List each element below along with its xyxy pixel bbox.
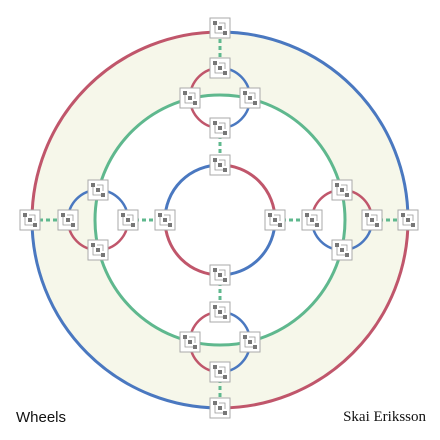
- outer-ring-blue-arc: [219, 30, 410, 221]
- node-icon: [87, 179, 109, 201]
- node-icon: [209, 397, 231, 419]
- outer-ring: [30, 30, 410, 410]
- outer-ring-red-arc: [30, 30, 221, 221]
- node-icon: [331, 179, 353, 201]
- middle-ring: [93, 93, 347, 347]
- outer-ring-red-arc-2: [219, 219, 410, 410]
- node-icon: [209, 361, 231, 383]
- node-icon: [209, 301, 231, 323]
- node-icon: [239, 331, 261, 353]
- node-icon: [209, 154, 231, 176]
- outer-band-tint: [32, 32, 408, 408]
- node-icon: [57, 209, 79, 231]
- node-icon: [87, 239, 109, 261]
- node-icon: [179, 87, 201, 109]
- outer-ring-blue-arc-2: [30, 219, 221, 410]
- node-icon: [179, 331, 201, 353]
- diagram-title: Wheels: [16, 409, 67, 426]
- node-icon: [154, 209, 176, 231]
- node-icon: [264, 209, 286, 231]
- inner-ring: [163, 163, 277, 277]
- node-icon: [397, 209, 419, 231]
- node-icon: [19, 209, 41, 231]
- node-icon: [117, 209, 139, 231]
- node-icon: [209, 264, 231, 286]
- node-icons: [19, 17, 419, 419]
- node-icon: [209, 17, 231, 39]
- node-icon: [209, 57, 231, 79]
- node-icon: [331, 239, 353, 261]
- node-icon: [209, 117, 231, 139]
- node-icon: [239, 87, 261, 109]
- author-credit: Skai Eriksson: [343, 409, 426, 425]
- node-icon: [301, 209, 323, 231]
- node-icon: [361, 209, 383, 231]
